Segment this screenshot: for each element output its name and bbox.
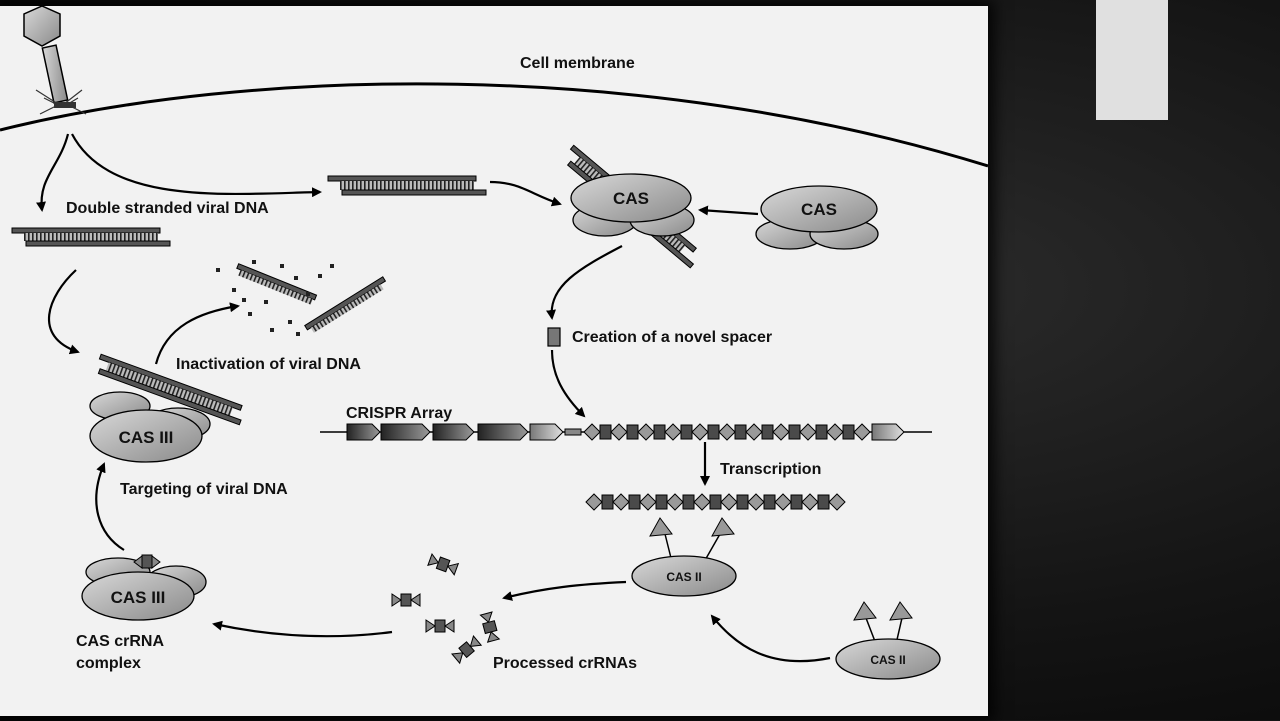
crispr-repeats bbox=[583, 423, 871, 441]
repeat-unit bbox=[637, 423, 655, 441]
spacer-unit bbox=[788, 424, 801, 440]
targeting-label: Targeting of viral DNA bbox=[120, 481, 288, 498]
repeat-unit bbox=[826, 423, 844, 441]
ds-viral-dna-label: Double stranded viral DNA bbox=[66, 200, 269, 217]
crispr-array-label: CRISPR Array bbox=[346, 405, 452, 422]
repeat-unit bbox=[828, 493, 846, 511]
arrow-cas-join bbox=[698, 205, 759, 216]
corner-tab bbox=[1096, 0, 1168, 120]
transcription-label: Transcription bbox=[720, 461, 821, 478]
arrow-to-cas bbox=[489, 180, 562, 207]
arrow-to-cas-iii bbox=[48, 269, 80, 355]
cas-ii-free: CAS II bbox=[835, 601, 941, 680]
repeat-unit bbox=[612, 493, 630, 511]
complex-label-line1: CAS crRNA bbox=[76, 633, 164, 650]
spacer-unit bbox=[707, 424, 720, 440]
spacer-unit bbox=[815, 424, 828, 440]
spacer-unit bbox=[626, 424, 639, 440]
repeat-unit bbox=[691, 423, 709, 441]
cas-ii-label-bound: CAS II bbox=[666, 570, 701, 584]
spacer-unit bbox=[599, 424, 612, 440]
spacer-unit bbox=[817, 494, 830, 510]
repeat-unit bbox=[585, 493, 603, 511]
spacer-unit bbox=[653, 424, 666, 440]
repeat-unit bbox=[799, 423, 817, 441]
arrow-to-targeting bbox=[95, 462, 125, 551]
spacer-unit bbox=[734, 424, 747, 440]
spacer-unit bbox=[842, 424, 855, 440]
cell-membrane bbox=[0, 82, 989, 168]
diagram-panel: Cell membrane Double stranded viral DNA … bbox=[0, 5, 989, 716]
arrow-to-complex bbox=[212, 620, 393, 638]
cas-iii-label-complex: CAS III bbox=[111, 588, 166, 607]
bacteriophage-icon bbox=[23, 5, 87, 115]
repeat-unit bbox=[774, 493, 792, 511]
repeat-unit bbox=[610, 423, 628, 441]
cas-label-free: CAS bbox=[801, 200, 837, 219]
cas-dna-complex: CAS bbox=[566, 144, 697, 269]
cas-iii-crrna-complex: CAS III bbox=[81, 554, 207, 621]
repeat-unit bbox=[801, 493, 819, 511]
complex-label-line2: complex bbox=[76, 655, 141, 672]
inactivation-label: Inactivation of viral DNA bbox=[176, 356, 361, 373]
arrow-to-spacer bbox=[546, 245, 623, 320]
processed-crrnas-icon bbox=[391, 552, 501, 665]
novel-spacer-label: Creation of a novel spacer bbox=[572, 329, 772, 346]
spacer-unit bbox=[736, 494, 749, 510]
arrow-to-dna bbox=[71, 133, 322, 198]
cas-label-bound: CAS bbox=[613, 189, 649, 208]
processed-crrnas-label: Processed crRNAs bbox=[493, 655, 637, 672]
repeat-unit bbox=[747, 493, 765, 511]
spacer-unit bbox=[655, 494, 668, 510]
repeat-unit bbox=[772, 423, 790, 441]
repeat-unit bbox=[693, 493, 711, 511]
spacer-unit bbox=[680, 424, 693, 440]
viral-dna-top bbox=[327, 175, 487, 196]
crispr-genes bbox=[346, 423, 905, 441]
cas-iii-label-targeting: CAS III bbox=[119, 428, 174, 447]
arrow-inactivation bbox=[154, 302, 240, 365]
arrow-injection bbox=[36, 133, 70, 212]
repeat-unit bbox=[666, 493, 684, 511]
crispr-diagram: Cell membrane Double stranded viral DNA … bbox=[0, 5, 989, 680]
repeat-unit bbox=[583, 423, 601, 441]
membrane-label: Cell membrane bbox=[520, 55, 635, 72]
novel-spacer-icon bbox=[547, 327, 561, 347]
arrow-cas-ii-join bbox=[710, 614, 831, 663]
repeat-unit bbox=[853, 423, 871, 441]
spacer-unit bbox=[682, 494, 695, 510]
repeat-unit bbox=[720, 493, 738, 511]
spacer-unit bbox=[628, 494, 641, 510]
spacer-unit bbox=[709, 494, 722, 510]
spacer-unit bbox=[601, 494, 614, 510]
repeat-unit bbox=[745, 423, 763, 441]
spacer-unit bbox=[761, 424, 774, 440]
spacer-unit bbox=[763, 494, 776, 510]
viral-dna-left bbox=[11, 227, 171, 247]
cas-ii-label-free: CAS II bbox=[870, 653, 905, 667]
repeat-unit bbox=[639, 493, 657, 511]
cas-iii-targeting: CAS III bbox=[89, 353, 243, 463]
degraded-dna-icon bbox=[216, 260, 387, 336]
cas-free: CAS bbox=[755, 185, 879, 250]
spacer-unit bbox=[790, 494, 803, 510]
repeat-unit bbox=[718, 423, 736, 441]
arrow-to-array bbox=[550, 349, 586, 418]
arrow-processing bbox=[502, 580, 627, 601]
pre-crrna-transcript bbox=[585, 493, 846, 511]
repeat-unit bbox=[664, 423, 682, 441]
cas-ii-processing: CAS II bbox=[631, 517, 737, 597]
